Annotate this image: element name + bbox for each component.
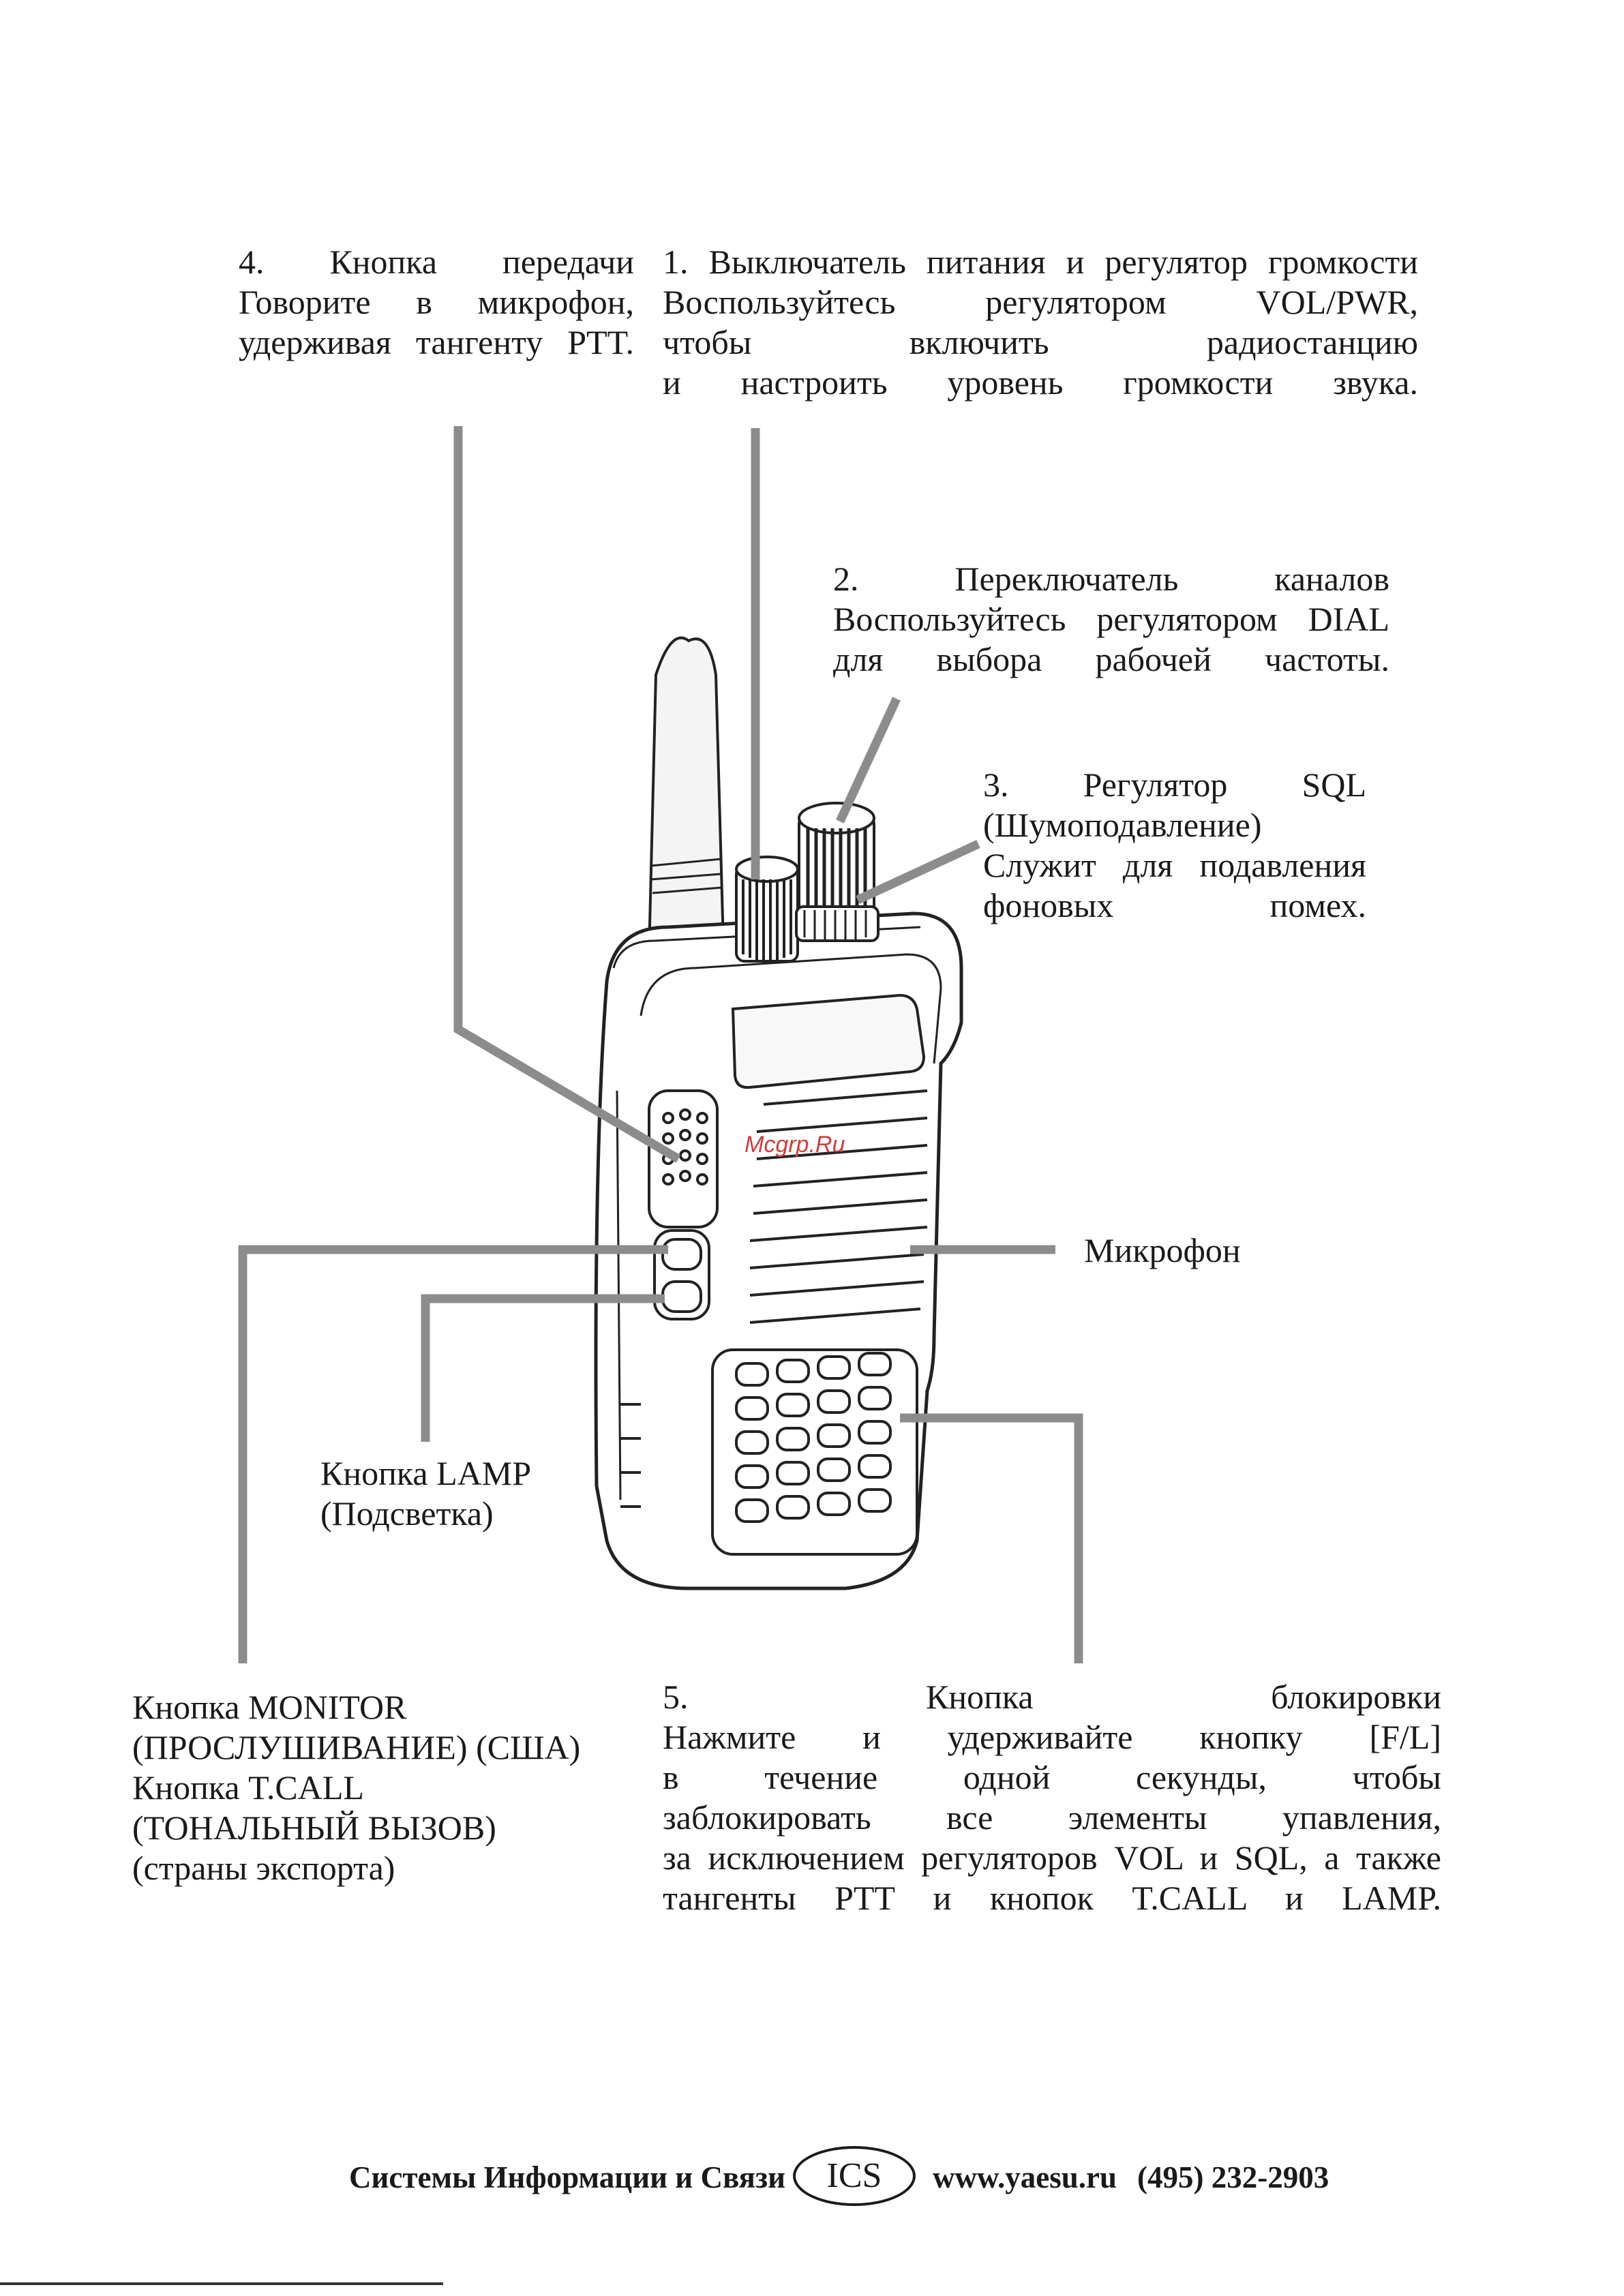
callout-lock-line: в течение одной секунды, чтобы: [663, 1758, 1441, 1796]
callout-lamp-button: Кнопка LAMP (Подсветка): [320, 1453, 675, 1534]
footer-phone: (495) 232-2903: [1137, 2160, 1329, 2194]
bottom-divider: [0, 2282, 443, 2285]
watermark-text: Mcgrp.Ru: [745, 1132, 845, 1158]
dial-knob: [795, 802, 879, 942]
callout-lock-line: Нажмите и удерживайте кнопку [F/L]: [663, 1718, 1441, 1756]
callout-power-title: 1. Выключатель питания и регулятор громк…: [663, 243, 1418, 281]
footer-contacts: www.yaesu.ru (495) 232-2903: [933, 2160, 1349, 2195]
callout-power-line: Воспользуйтесь регулятором VOL/PWR,: [663, 283, 1418, 321]
leader-ptt: [453, 426, 681, 1163]
callout-lock-line: за исключением регуляторов VOL и SQL, а …: [663, 1839, 1441, 1877]
callout-sql-line: Служит для подавления: [983, 846, 1366, 884]
leader-dial: [836, 697, 901, 824]
callout-sql-line: фоновых помех.: [983, 886, 1366, 924]
callout-sql-line: (Шумоподавление): [983, 806, 1262, 844]
radio-illustration: [594, 636, 963, 1590]
callout-lock-line: тангенты PTT и кнопок T.CALL и LAMP.: [663, 1879, 1441, 1917]
callout-ptt-line: Говорите в микрофон,: [239, 283, 634, 321]
callout-monitor-line: (ТОНАЛЬНЫЙ ВЫЗОВ): [132, 1809, 496, 1847]
callout-sql-title: 3. Регулятор SQL: [983, 766, 1366, 804]
ics-logo: ICS: [793, 2146, 916, 2206]
callout-microphone: Микрофон: [1084, 1230, 1357, 1271]
callout-lock-line: заблокировать все элементы упавления,: [663, 1798, 1441, 1837]
callout-lamp-line: (Подсветка): [320, 1494, 494, 1532]
callout-power-line: и настроить уровень громкости звука.: [663, 363, 1418, 402]
callout-lock-button: 5. Кнопка блокировки Нажмите и удерживай…: [663, 1677, 1441, 1918]
callout-lamp-title: Кнопка LAMP: [320, 1454, 532, 1492]
callout-power-volume: 1. Выключатель питания и регулятор громк…: [663, 242, 1418, 403]
callout-monitor-line: Кнопка T.CALL: [132, 1768, 364, 1807]
side-ptt-button: [648, 1089, 719, 1228]
leader-sql: [856, 840, 980, 904]
radio-display: [731, 993, 926, 1089]
leader-lamp: [421, 1294, 665, 1442]
side-small-buttons: [653, 1229, 710, 1320]
footer-organization: Системы Информации и Связи: [349, 2160, 786, 2194]
callout-lock-title: 5. Кнопка блокировки: [663, 1678, 1441, 1716]
callout-mic-label: Микрофон: [1084, 1231, 1241, 1269]
callout-dial-line: для выбора рабочей частоты.: [833, 640, 1389, 678]
callout-squelch: 3. Регулятор SQL (Шумоподавление) Служит…: [983, 765, 1366, 926]
leader-monitor: [238, 1245, 668, 1663]
callout-ptt-line: удерживая тангенту PTT.: [239, 323, 634, 361]
footer-website-link[interactable]: www.yaesu.ru: [933, 2160, 1117, 2194]
callout-monitor-button: Кнопка MONITOR (ПРОСЛУШИВАНИЕ) (США) Кно…: [132, 1687, 650, 1888]
callout-monitor-line: (ПРОСЛУШИВАНИЕ) (США): [132, 1728, 581, 1766]
antenna: [646, 636, 725, 1010]
callout-dial-title: 2. Переключатель каналов: [833, 560, 1389, 598]
callout-dial-line: Воспользуйтесь регулятором DIAL: [833, 600, 1389, 638]
leader-lines: [238, 426, 1083, 1663]
callout-ptt-button: 4. Кнопка передачи Говорите в микрофон, …: [239, 242, 634, 363]
page-footer: Системы Информации и Связи ICS www.yaesu…: [0, 2141, 1624, 2216]
callout-ptt-title: 4. Кнопка передачи: [239, 243, 634, 281]
keypad: [711, 1348, 918, 1556]
callout-monitor-title: Кнопка MONITOR: [132, 1688, 407, 1726]
speaker-grille: [749, 1089, 928, 1324]
volume-knob: [735, 856, 799, 963]
leader-lock: [900, 1413, 1083, 1663]
callout-power-line: чтобы включить радиостанцию: [663, 323, 1418, 361]
callout-channel-dial: 2. Переключатель каналов Воспользуйтесь …: [833, 559, 1389, 680]
callout-monitor-line: (страны экспорта): [132, 1849, 395, 1887]
